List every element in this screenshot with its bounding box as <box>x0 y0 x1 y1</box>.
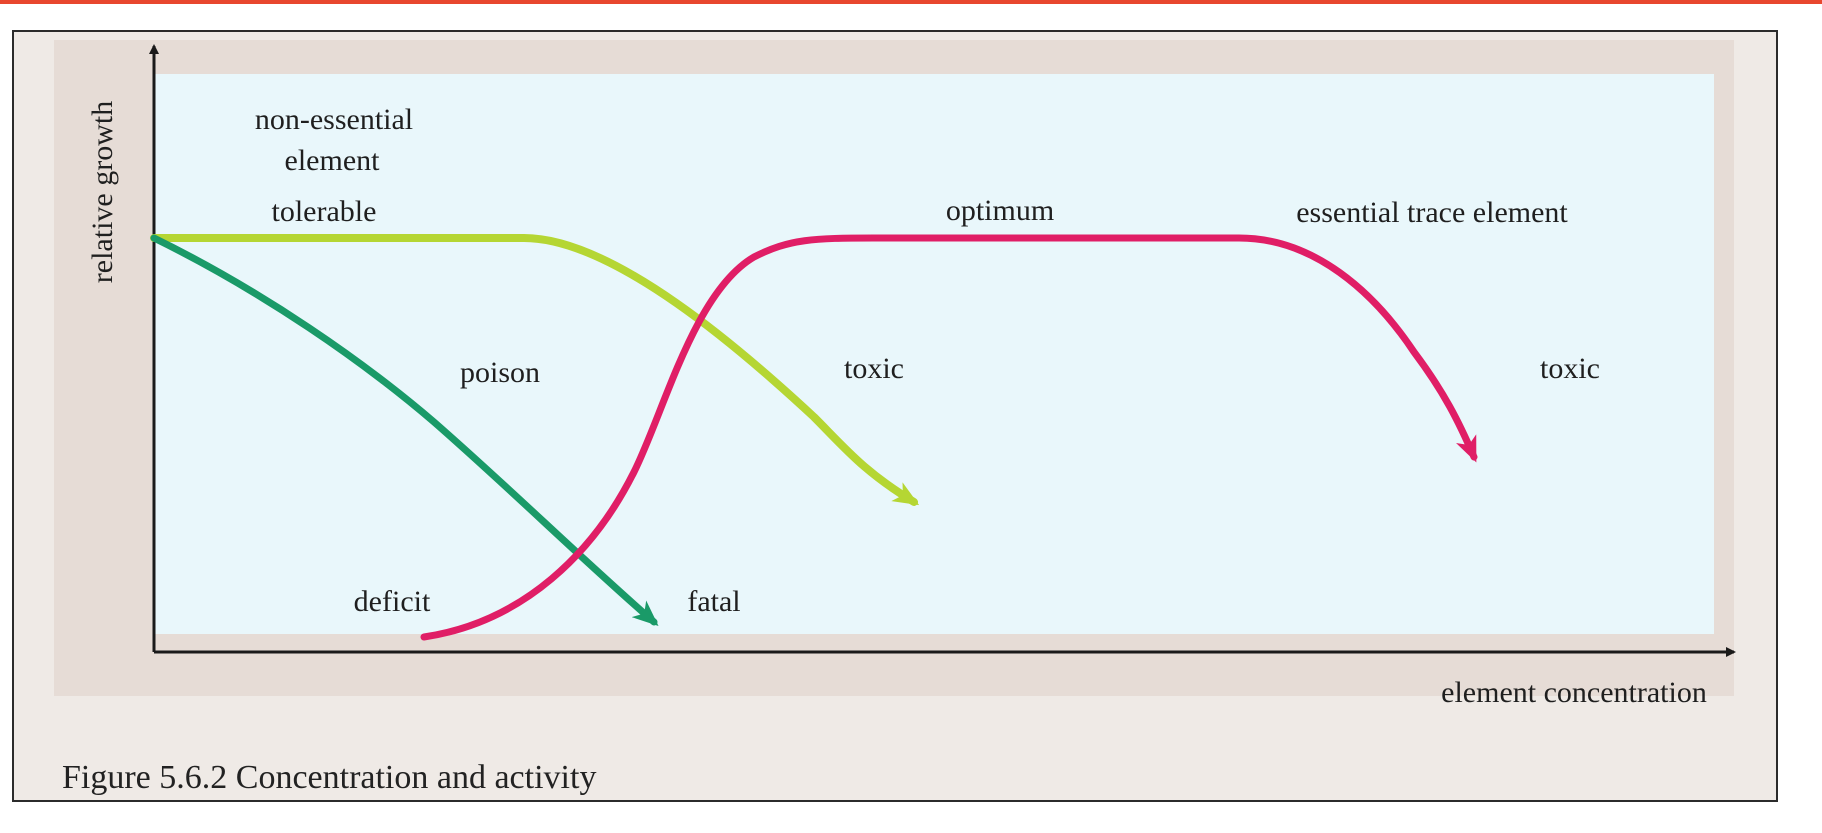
non-essential-toxic-label: toxic <box>844 352 904 385</box>
essential-trace-element-label: essential trace element <box>1296 196 1568 229</box>
x-axis-label: element concentration <box>1441 676 1707 709</box>
optimum-label: optimum <box>946 194 1054 227</box>
poison-curve <box>150 234 659 626</box>
essential-toxic-label: toxic <box>1540 352 1600 385</box>
tolerable-label: tolerable <box>272 195 377 228</box>
non-essential-curve <box>150 234 920 506</box>
figure-caption: Figure 5.6.2 Concentration and activity <box>62 759 597 796</box>
top-rule <box>0 0 1822 4</box>
poison-label: poison <box>460 356 540 389</box>
plot-panel <box>154 74 1714 634</box>
essential-trace-curve <box>420 234 1478 641</box>
concentration-diagram: relative growth element concentration no… <box>86 44 1736 709</box>
non-essential-title-line2: element <box>285 144 381 177</box>
non-essential-title-line1: non-essential <box>255 103 413 136</box>
y-axis-label: relative growth <box>86 101 119 283</box>
fatal-label: fatal <box>687 585 740 618</box>
deficit-label: deficit <box>354 585 431 618</box>
figure-frame: relative growth element concentration no… <box>12 30 1778 802</box>
